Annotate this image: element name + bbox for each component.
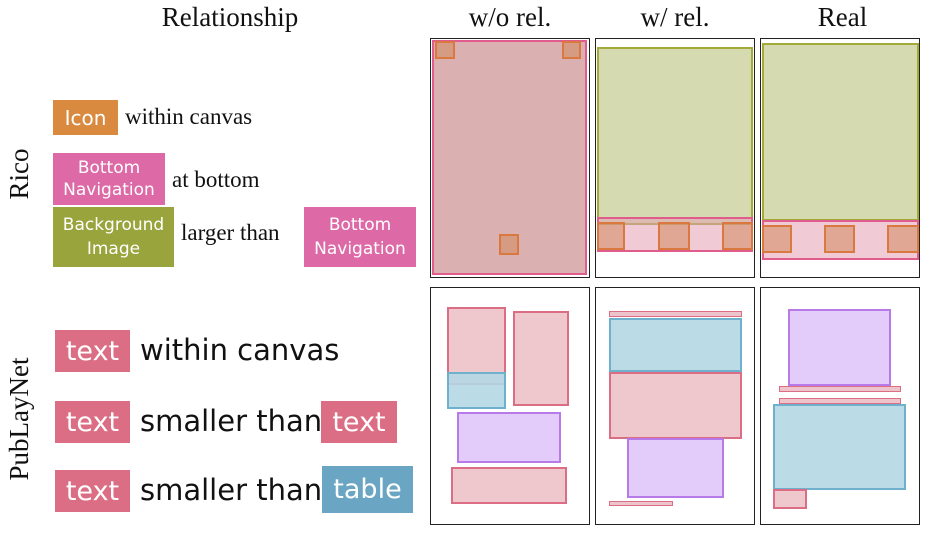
relation-within-canvas: within canvas [125, 104, 253, 129]
layout-box [779, 386, 901, 392]
relation-within-canvas: within canvas [140, 333, 340, 367]
layout-box [627, 438, 724, 498]
tag-icon: Icon [53, 100, 118, 135]
layout-box [762, 43, 919, 221]
layout-box [562, 41, 581, 59]
layout-box [773, 404, 906, 490]
publaynet-real-panel [760, 287, 920, 525]
layout-box [435, 41, 455, 59]
layout-box [609, 501, 673, 506]
rico-without-rel-panel [430, 38, 590, 278]
layout-box [762, 225, 792, 253]
rico-with-rel-panel [595, 38, 755, 278]
layout-box [513, 311, 569, 406]
tag-bottom-navigation: Bottom Navigation [53, 153, 165, 205]
layout-box [597, 222, 625, 250]
relation-at-bottom: at bottom [172, 167, 260, 192]
layout-box [597, 47, 753, 225]
tag-table-target: table [322, 466, 413, 513]
layout-box [457, 412, 561, 463]
tag-text: text [55, 330, 130, 372]
tag-text-target: text [321, 401, 397, 443]
layout-box [609, 311, 742, 317]
layout-box [451, 467, 567, 504]
tag-text: text [55, 401, 130, 443]
layout-box [609, 318, 742, 372]
publaynet-without-rel-panel [430, 287, 590, 525]
layout-box [773, 489, 807, 509]
header-relationship: Relationship [161, 2, 299, 32]
header-without-rel: w/o rel. [468, 2, 552, 32]
tag-background-image: Background Image [53, 207, 174, 267]
relation-larger-than: larger than [181, 220, 280, 245]
relation-smaller-than: smaller than [140, 404, 323, 438]
layout-box [658, 222, 690, 250]
layout-box [609, 372, 742, 439]
tag-text: text [55, 470, 130, 512]
layout-box [824, 225, 855, 253]
header-with-rel: w/ rel. [640, 2, 710, 32]
layout-box [788, 309, 891, 386]
row-label-publaynet: PubLayNet [4, 357, 34, 481]
layout-box [447, 372, 506, 409]
header-real: Real [817, 2, 868, 32]
layout-box [887, 225, 919, 253]
relation-smaller-than: smaller than [140, 473, 323, 507]
layout-box [722, 222, 753, 250]
rico-real-panel [760, 38, 920, 278]
layout-box [779, 398, 901, 404]
row-label-rico: Rico [4, 148, 34, 200]
layout-box [499, 234, 519, 255]
publaynet-with-rel-panel [595, 287, 755, 525]
tag-bottom-navigation-target: Bottom Navigation [304, 207, 416, 267]
